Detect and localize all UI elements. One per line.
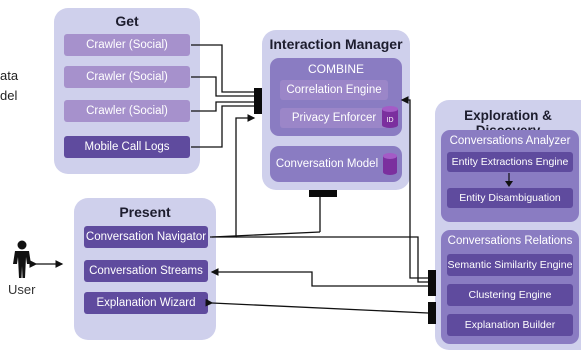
conversation-model-database-icon — [383, 153, 397, 175]
conversations-analyzer-title: Conversations Analyzer — [449, 135, 571, 147]
clustering-engine-box[interactable]: Clustering Engine — [447, 284, 573, 306]
wire-crawler-1 — [191, 44, 254, 93]
relations-connector-1 — [428, 270, 436, 296]
get-item-crawler-2[interactable]: Crawler (Social) — [64, 66, 190, 88]
privacy-enforcer-box[interactable]: Privacy Enforcer — [280, 108, 388, 128]
get-item-crawler-1[interactable]: Crawler (Social) — [64, 34, 190, 56]
exploration-discovery-panel: Exploration & Discovery Conversations An… — [435, 100, 581, 350]
correlation-engine-box[interactable]: Correlation Engine — [280, 80, 388, 100]
down-arrow-icon — [505, 173, 513, 187]
explanation-builder-box[interactable]: Explanation Builder — [447, 314, 573, 336]
conversations-analyzer-panel: Conversations Analyzer Entity Extraction… — [441, 130, 579, 222]
get-item-crawler-3[interactable]: Crawler (Social) — [64, 100, 190, 122]
im-left-connector — [254, 88, 262, 114]
conversation-model-label[interactable]: Conversation Model — [275, 158, 379, 170]
left-text-fragment-1: ata — [0, 68, 19, 83]
user-icon — [13, 240, 31, 278]
combine-panel: COMBINE Correlation Engine Privacy Enfor… — [270, 58, 402, 136]
wire-navigator-to-relations — [236, 236, 428, 283]
wire-model-to-navigator — [211, 231, 321, 238]
explanation-wizard-box[interactable]: Explanation Wizard — [84, 292, 208, 314]
wire-relations-to-im — [400, 96, 428, 279]
semantic-similarity-engine-box[interactable]: Semantic Similarity Engine — [447, 254, 573, 276]
user-label: User — [8, 282, 36, 297]
conversation-model-panel: Conversation Model — [270, 146, 402, 182]
wire-crawler-2 — [191, 76, 254, 97]
wire-streams — [210, 268, 428, 287]
wire-mobile-call-logs — [191, 105, 254, 148]
wire-explanation-wizard — [205, 298, 429, 314]
conversation-streams-box[interactable]: Conversation Streams — [84, 260, 208, 282]
get-item-mobile-call-logs[interactable]: Mobile Call Logs — [64, 136, 190, 158]
present-title: Present — [119, 204, 171, 220]
id-database-icon: ID — [382, 106, 398, 128]
entity-disambiguation-box[interactable]: Entity Disambiguation — [447, 188, 573, 208]
interaction-manager-title: Interaction Manager — [269, 36, 403, 52]
left-text-fragment-2: del — [0, 88, 18, 103]
conversations-relations-title: Conversations Relations — [447, 235, 573, 247]
get-title: Get — [115, 13, 139, 29]
interaction-manager-panel: Interaction Manager COMBINE Correlation … — [262, 30, 410, 190]
present-panel: Present Conversation Navigator Conversat… — [74, 198, 216, 340]
combine-title: COMBINE — [307, 62, 364, 76]
id-badge-text: ID — [387, 117, 394, 124]
entity-extractions-engine-box[interactable]: Entity Extractions Engine — [447, 152, 573, 172]
get-panel: Get Crawler (Social) Crawler (Social) Cr… — [54, 8, 200, 174]
wire-navigator-to-im — [210, 114, 256, 238]
conversations-relations-panel: Conversations Relations Semantic Similar… — [441, 230, 579, 344]
conversation-navigator-box[interactable]: Conversation Navigator — [84, 226, 208, 248]
im-bottom-connector — [309, 190, 337, 197]
relations-connector-2 — [428, 302, 436, 324]
wire-crawler-3 — [191, 101, 254, 112]
